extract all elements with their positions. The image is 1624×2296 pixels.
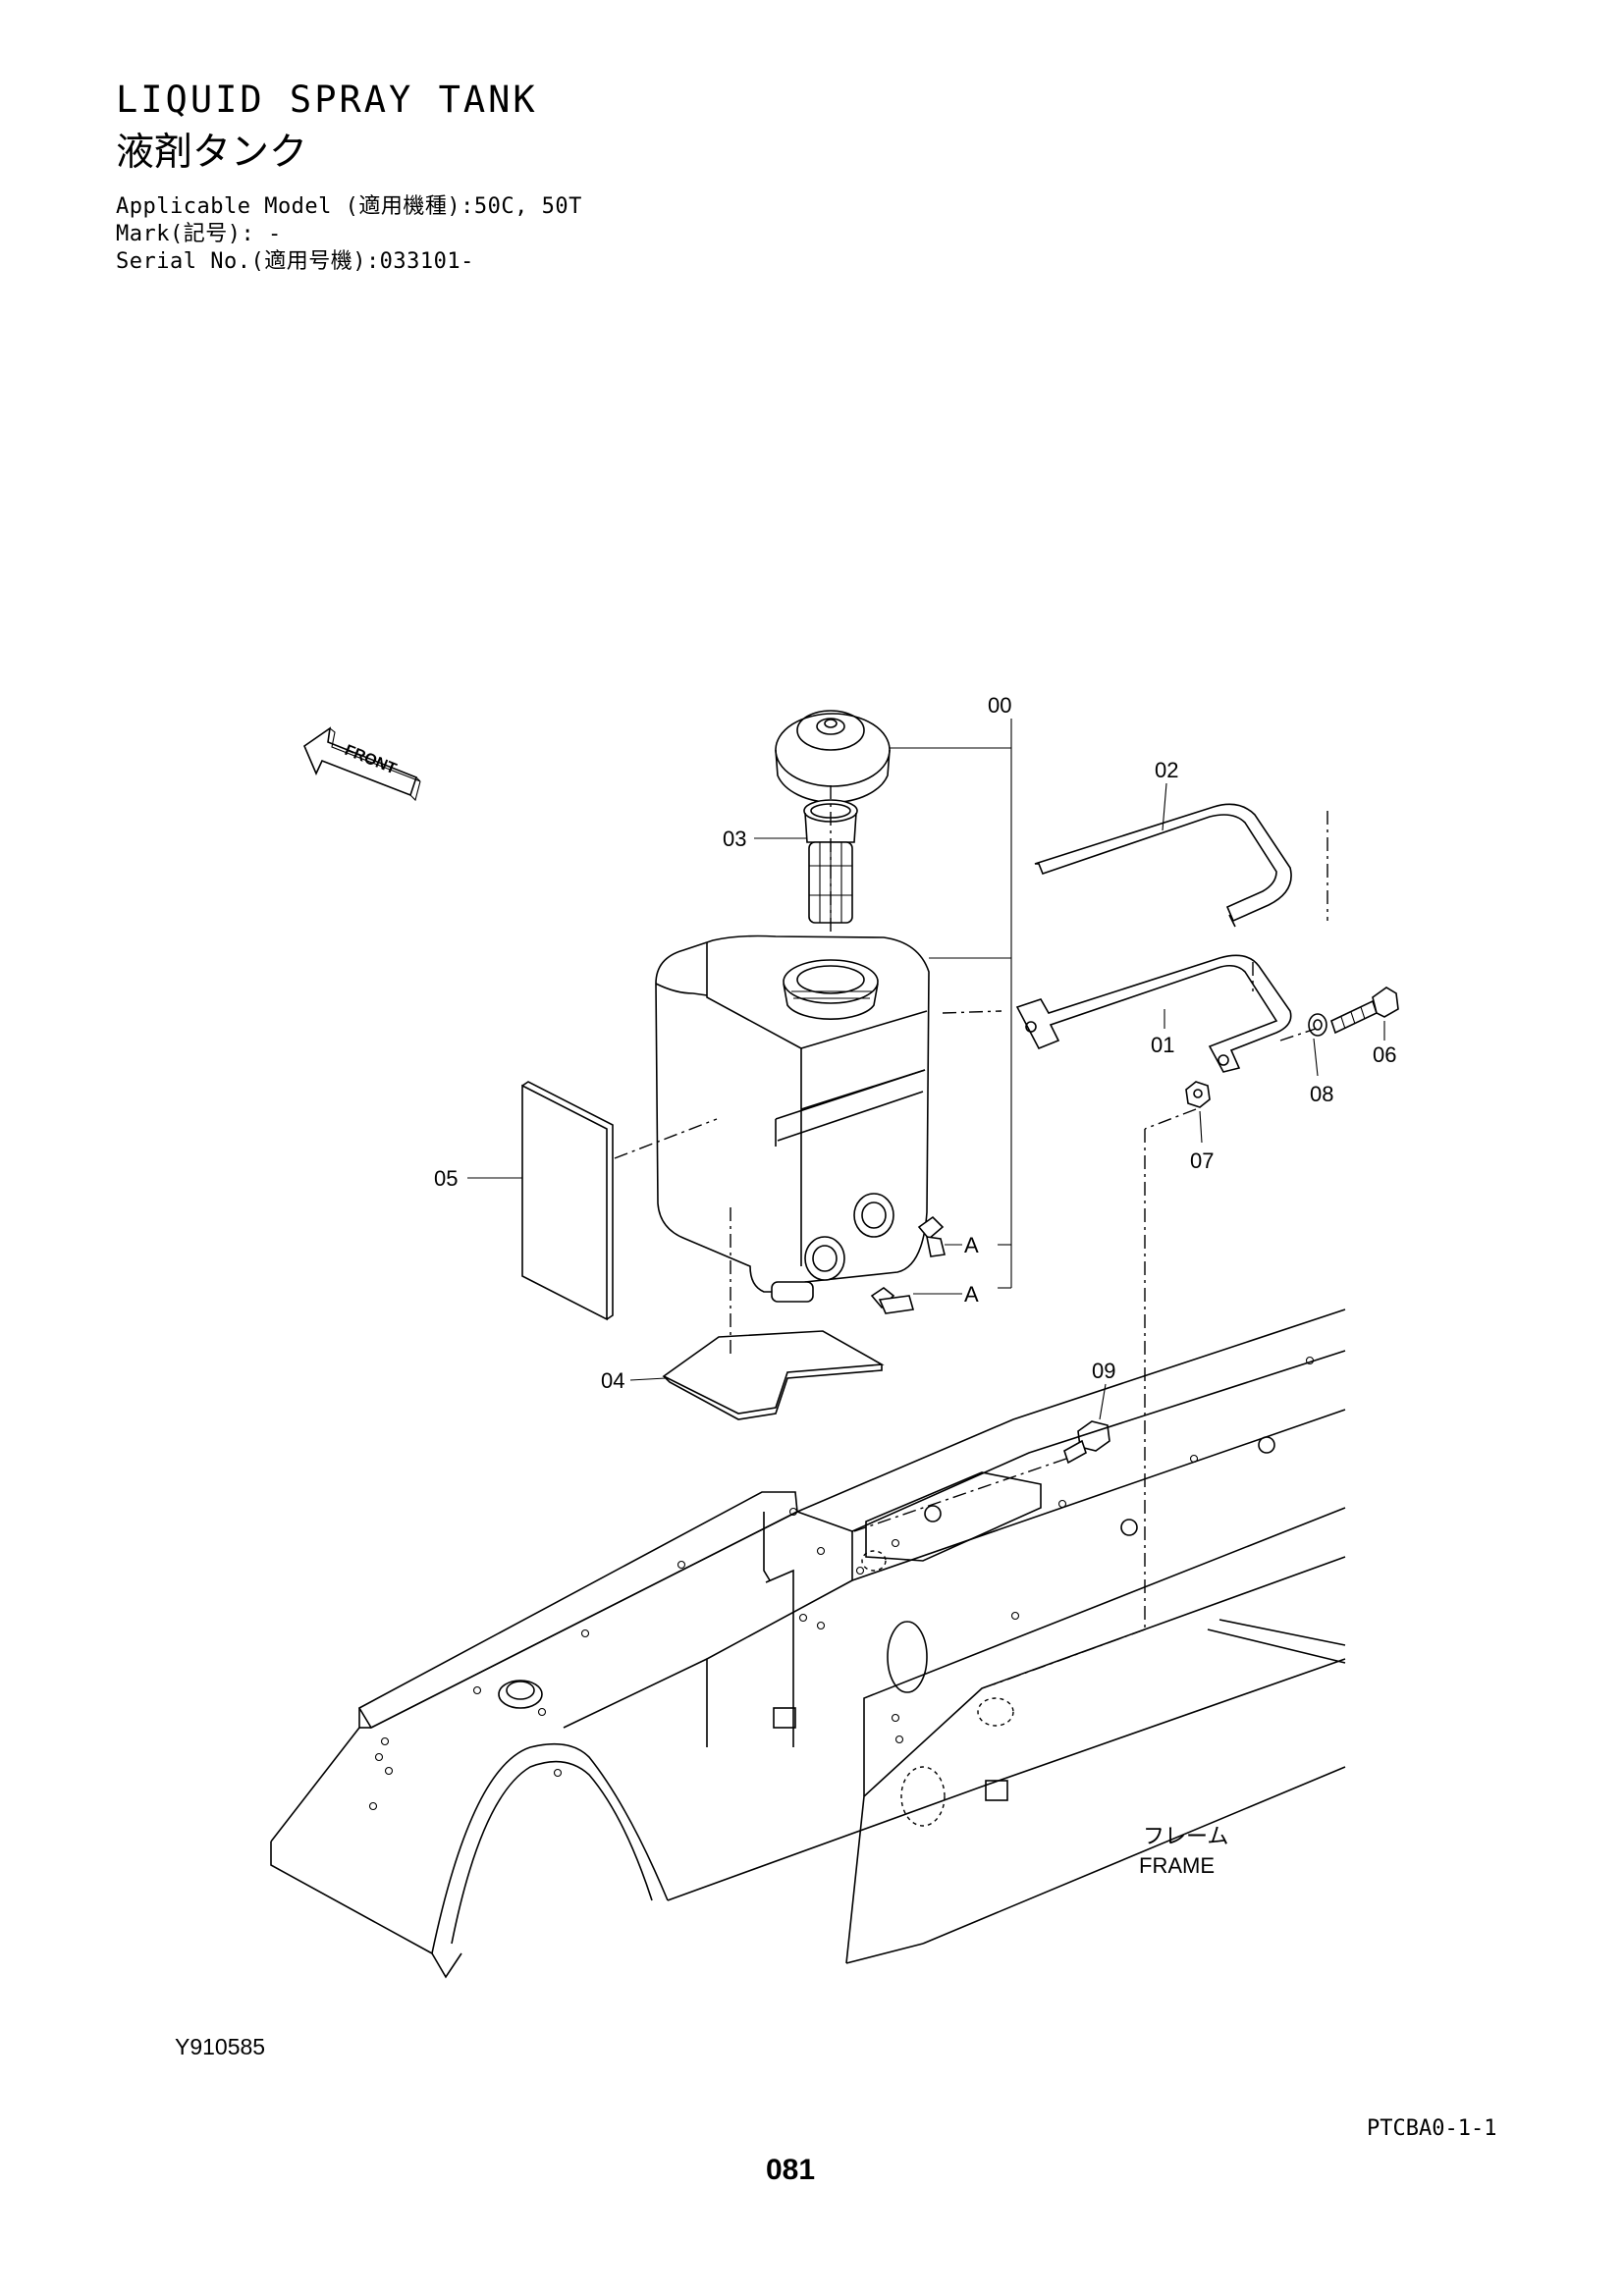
band-lower bbox=[1015, 954, 1292, 1073]
page-number: 081 bbox=[766, 2154, 816, 2186]
strainer bbox=[803, 799, 858, 924]
page-title-japanese: 液剤タンク bbox=[116, 131, 308, 175]
connector-label-a-upper: A bbox=[964, 1233, 979, 1257]
part-label-01: 01 bbox=[1151, 1033, 1174, 1057]
leader-lines bbox=[467, 719, 1385, 1420]
part-label-03: 03 bbox=[723, 827, 746, 851]
part-label-07: 07 bbox=[1190, 1148, 1214, 1173]
frame-label: FRAME bbox=[1139, 1853, 1215, 1878]
front-arrow-icon: FRONT bbox=[303, 726, 421, 802]
part-label-02: 02 bbox=[1155, 758, 1178, 782]
serial-number: Serial No.(適用号機):033101- bbox=[116, 249, 474, 274]
machine-frame bbox=[270, 1308, 1346, 1979]
band-upper bbox=[1034, 803, 1292, 928]
connector-label-a-lower: A bbox=[964, 1282, 979, 1307]
frame-label-japanese: フレーム bbox=[1143, 1824, 1228, 1848]
part-label-00: 00 bbox=[988, 693, 1011, 718]
page-title: LIQUID SPRAY TANK bbox=[116, 79, 538, 121]
spray-tank bbox=[655, 934, 930, 1303]
mount-bolt bbox=[1063, 1420, 1110, 1465]
hose-elbows bbox=[870, 1215, 946, 1314]
bolt-and-washer bbox=[1308, 987, 1399, 1037]
nut bbox=[1185, 1081, 1211, 1108]
part-label-09: 09 bbox=[1092, 1359, 1115, 1383]
sheet-pad bbox=[521, 1081, 614, 1321]
applicable-model: Applicable Model (適用機種):50C, 50T bbox=[116, 194, 582, 219]
part-label-04: 04 bbox=[601, 1368, 624, 1393]
figure-id: Y910585 bbox=[175, 2034, 266, 2059]
part-label-05: 05 bbox=[434, 1166, 458, 1191]
tank-cap bbox=[775, 710, 891, 804]
part-label-06: 06 bbox=[1373, 1042, 1396, 1067]
part-label-08: 08 bbox=[1310, 1082, 1333, 1106]
bottom-pad bbox=[662, 1330, 885, 1420]
mark: Mark(記号): - bbox=[116, 222, 282, 246]
document-reference: PTCBA0-1-1 bbox=[1367, 2116, 1497, 2141]
